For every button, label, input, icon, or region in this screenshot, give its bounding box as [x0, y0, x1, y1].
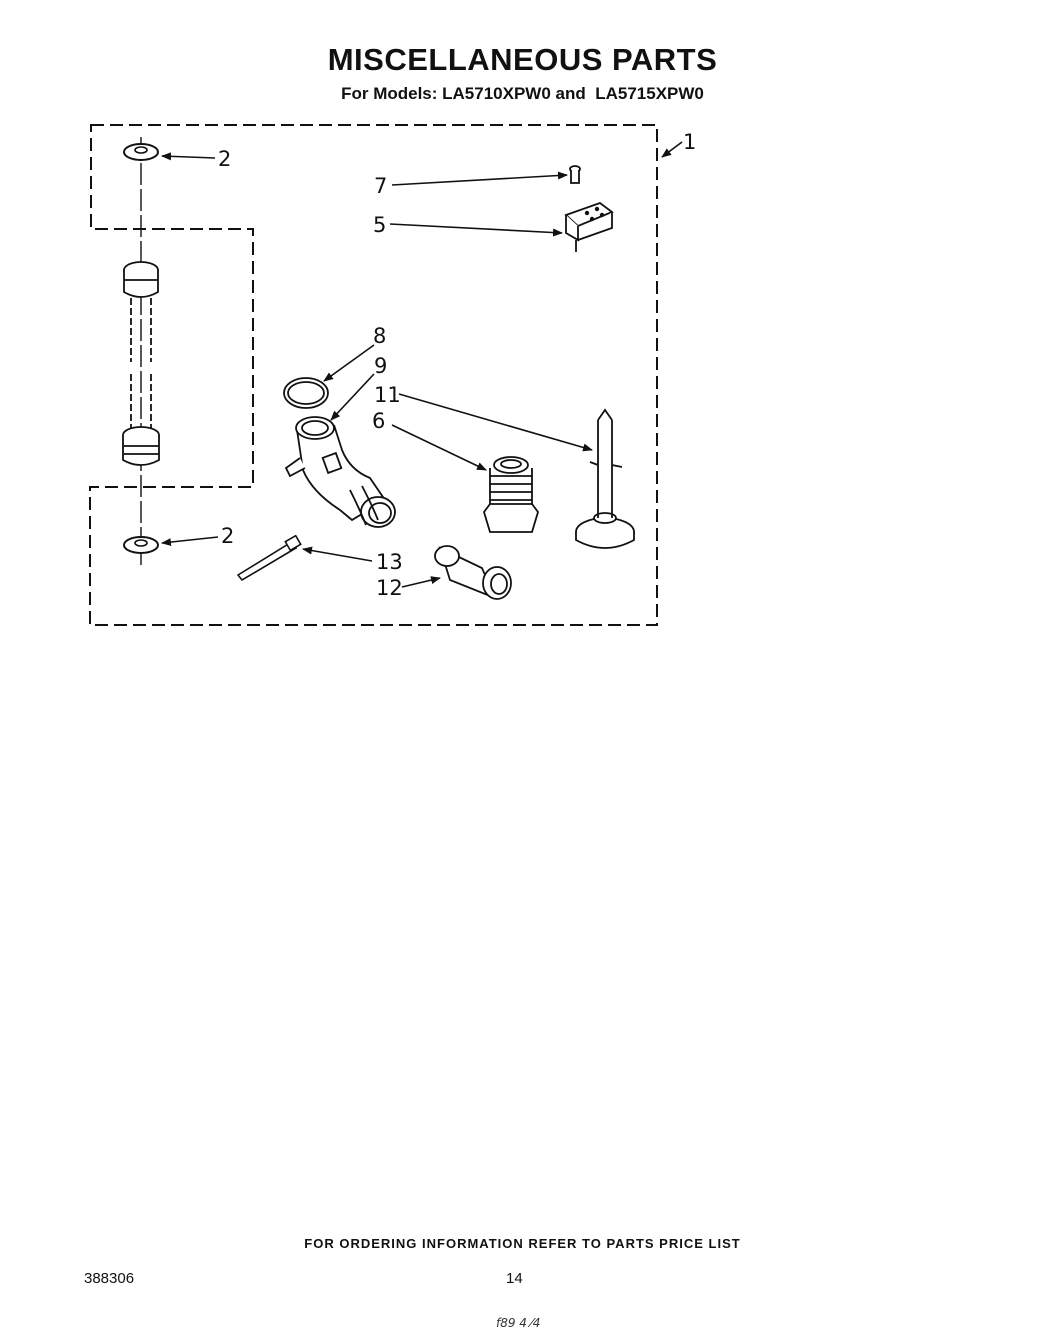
page-title: MISCELLANEOUS PARTS	[327, 42, 718, 77]
model-subtitle: For Models: LA5710XPW0 and LA5715XPW0	[0, 84, 1045, 104]
document-number: 388306	[84, 1270, 135, 1287]
leader-lines	[161, 141, 683, 588]
washer-bottom-part	[123, 536, 159, 554]
callout-9: 9	[374, 354, 387, 378]
callout-2-top: 2	[218, 147, 231, 171]
callout-6: 6	[372, 409, 385, 433]
handwritten-mark: f89 4 ⁄4	[496, 1316, 541, 1330]
drain-bellows-part	[483, 456, 539, 533]
callout-5: 5	[373, 213, 386, 237]
hose-adapter-part	[434, 545, 512, 600]
callout-11: 11	[374, 383, 401, 407]
callout-1: 1	[683, 130, 696, 154]
drain-hose-elbow-part	[284, 416, 396, 528]
washer-top-part	[123, 143, 159, 161]
callout-13: 13	[376, 550, 403, 574]
callout-12: 12	[376, 576, 403, 600]
screw-part	[569, 165, 581, 184]
tub-support-foot-part	[575, 408, 635, 549]
ordering-note: FOR ORDERING INFORMATION REFER TO PARTS …	[304, 1236, 741, 1251]
callout-8: 8	[373, 324, 386, 348]
page-number: 14	[506, 1270, 523, 1287]
cable-tie-part	[236, 534, 302, 582]
hose-clamp-ring-part	[283, 377, 329, 409]
leveling-leg-part	[122, 261, 160, 466]
callout-2-bottom: 2	[221, 524, 234, 548]
subtitle-model-2: LA5715XPW0	[595, 84, 704, 103]
subtitle-prefix: For Models: LA5710XPW0 and	[341, 84, 586, 103]
kit-boundary-outline	[89, 124, 658, 626]
bracket-part	[564, 201, 614, 252]
callout-7: 7	[374, 174, 387, 198]
